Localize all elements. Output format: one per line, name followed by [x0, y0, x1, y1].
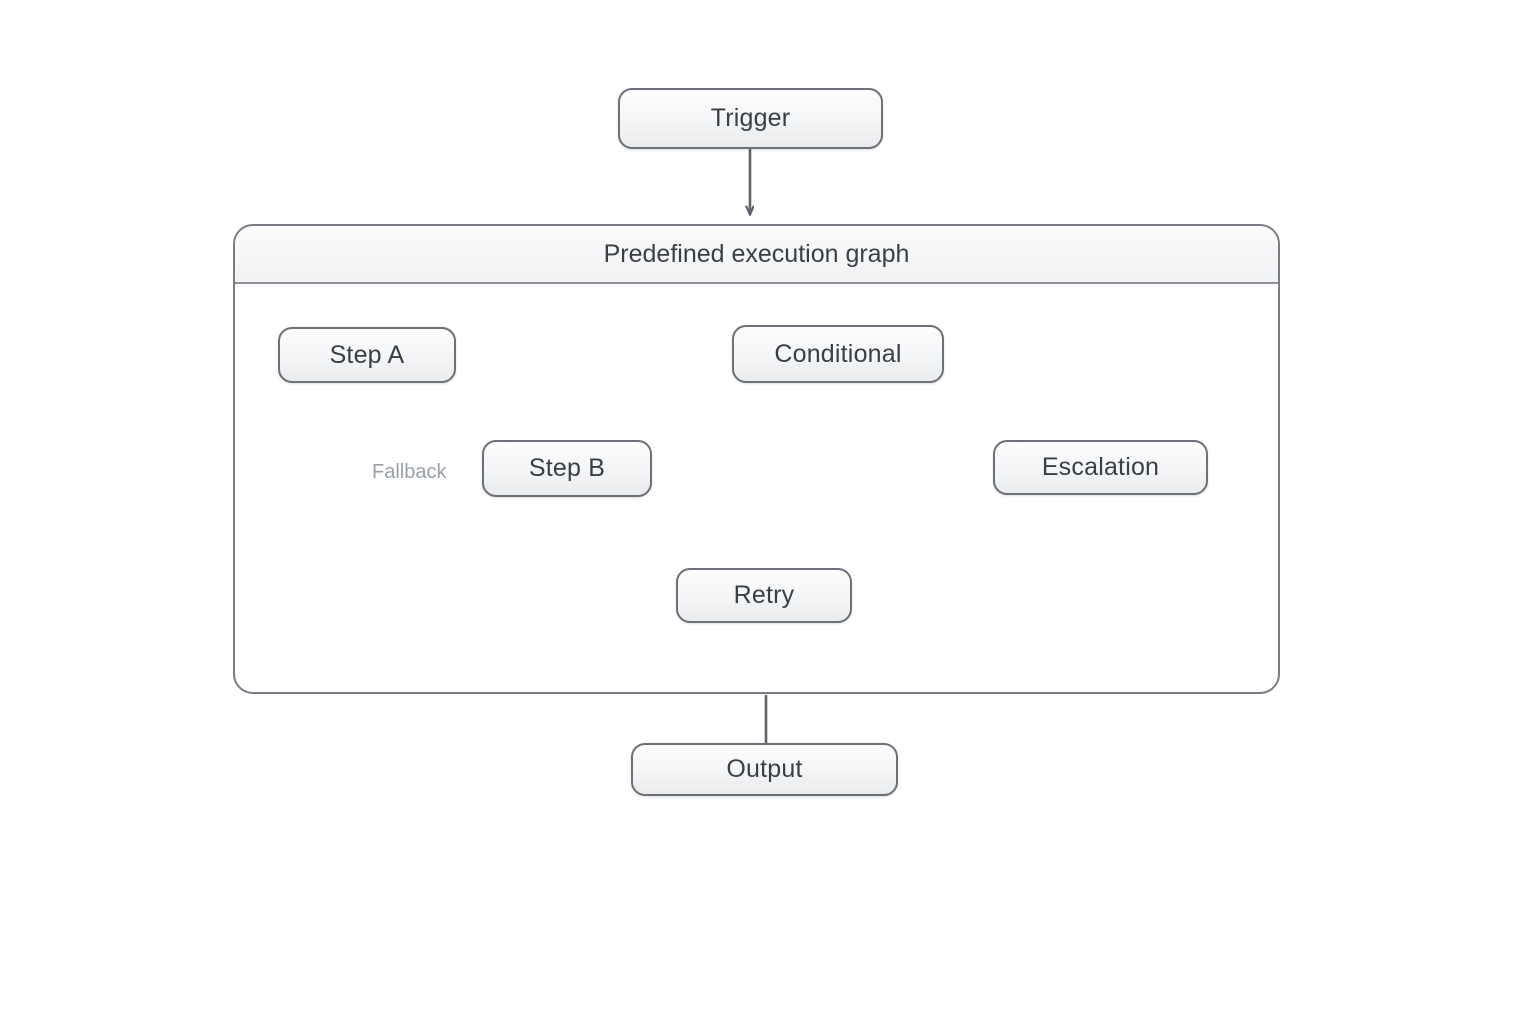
node-conditional[interactable]: Conditional — [732, 325, 944, 383]
node-trigger-label: Trigger — [710, 104, 791, 132]
node-retry[interactable]: Retry — [676, 568, 852, 623]
node-output-label: Output — [726, 755, 803, 783]
edge-label-fallback: Fallback — [372, 461, 447, 483]
node-step-a[interactable]: Step A — [278, 327, 456, 383]
node-output[interactable]: Output — [631, 743, 898, 796]
node-step-a-label: Step A — [329, 340, 405, 369]
node-escalation-label: Escalation — [1041, 453, 1160, 481]
group-title: Predefined execution graph — [603, 239, 910, 268]
node-conditional-label: Conditional — [774, 339, 902, 368]
node-escalation[interactable]: Escalation — [993, 440, 1208, 495]
node-step-b[interactable]: Step B — [482, 440, 652, 497]
node-retry-label: Retry — [733, 581, 795, 609]
group-header: Predefined execution graph — [235, 226, 1278, 284]
node-step-b-label: Step B — [528, 454, 606, 482]
node-trigger[interactable]: Trigger — [618, 88, 883, 149]
